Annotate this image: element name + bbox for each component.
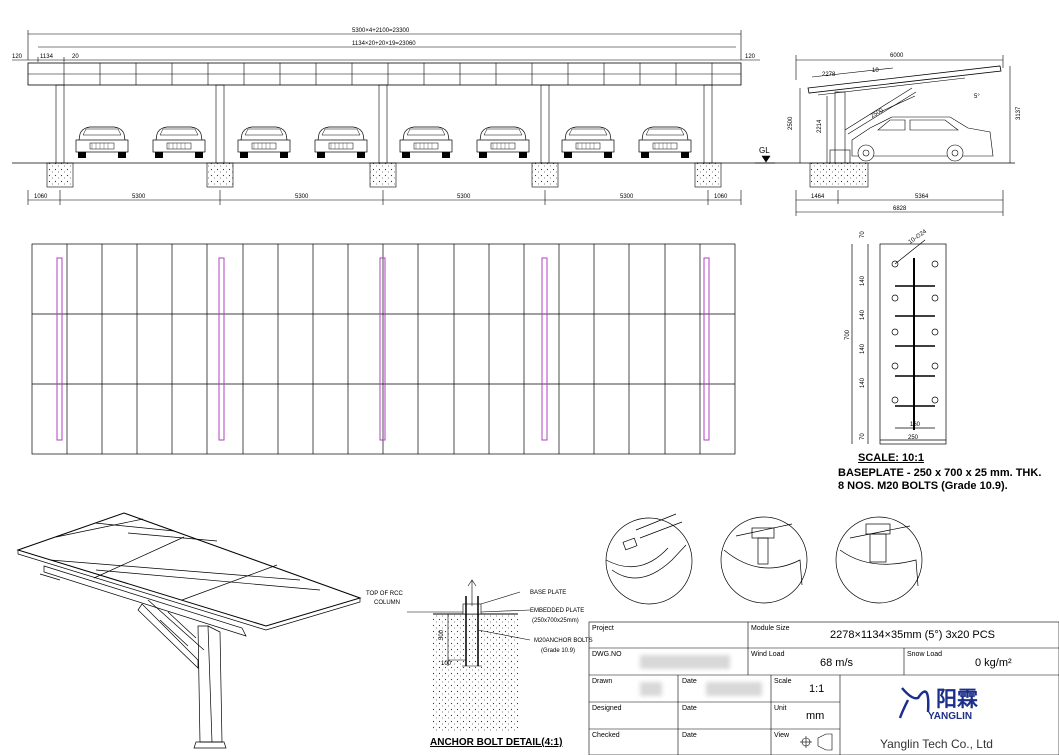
baseplate-caption-line2: 8 NOS. M20 BOLTS (Grade 10.9). — [838, 480, 1008, 492]
bp-dim-6: 70 — [860, 433, 866, 440]
gap-text: 20 — [72, 54, 79, 60]
side-gap-dim: 10 — [872, 68, 879, 74]
cars-front — [75, 126, 692, 159]
bp-dim-5: 140 — [860, 377, 866, 388]
bottom-dim-1: 1060 — [34, 194, 48, 200]
tb-date-redacted — [706, 682, 762, 696]
tb-designed-label: Designed — [592, 705, 622, 712]
side-h-mid: 2214 — [817, 119, 823, 133]
bottom-dim-3: 5300 — [295, 194, 309, 200]
side-brace-dim: 2500 — [870, 108, 885, 120]
side-angle: 5° — [974, 94, 980, 100]
car-5 — [399, 126, 453, 159]
car-3 — [237, 126, 291, 159]
car-7 — [561, 126, 615, 159]
tb-dwg-label: DWG.NO — [592, 651, 622, 658]
tb-drawn-label: Drawn — [592, 678, 613, 685]
bottom-dim-2: 5300 — [132, 194, 146, 200]
car-2 — [152, 126, 206, 159]
tb-dwg-redacted — [640, 655, 730, 669]
bp-dim-1: 70 — [860, 231, 866, 238]
baseplate-bolt-holes — [891, 260, 939, 404]
inner-dim-text: 1134×20+20×19=23060 — [352, 41, 416, 47]
tb-wind-label: Wind Load — [751, 651, 785, 658]
tb-project-label: Project — [592, 625, 614, 632]
anchor-dim-100: 100 — [441, 661, 452, 667]
tb-scale-label: Scale — [774, 678, 792, 685]
right-edge-text: 120 — [745, 54, 756, 60]
side-h-right: 3137 — [1016, 106, 1022, 120]
front-elevation — [12, 30, 775, 205]
tb-snow-value: 0 kg/m² — [975, 657, 1012, 669]
anchor-top-rcc: TOP OF RCC — [366, 591, 403, 597]
side-bottom-right: 5364 — [915, 194, 929, 200]
anchor-detail-title: ANCHOR BOLT DETAIL(4:1) — [430, 737, 563, 748]
tb-checked-label: Checked — [592, 732, 620, 739]
panel-width-text: 1134 — [40, 54, 54, 60]
tb-view-label: View — [774, 732, 790, 739]
anchor-embedded-size: (250x700x25mm) — [532, 618, 579, 624]
tb-unit-label: Unit — [774, 705, 787, 712]
title-block — [588, 621, 1059, 755]
side-car — [851, 116, 994, 162]
bp-total-height: 700 — [845, 329, 851, 340]
logo-chinese-text: 阳霖 — [936, 687, 978, 711]
company-name: Yanglin Tech Co., Ltd — [880, 737, 993, 751]
car-8 — [638, 126, 692, 159]
hole-label: 10-∅24 — [907, 228, 928, 246]
baseplate-caption: BASEPLATE - 250 x 700 x 25 mm. THK. 8 NO… — [838, 467, 1041, 493]
tb-snow-label: Snow Load — [907, 651, 943, 658]
ground-level-label: GL — [759, 146, 770, 155]
anchor-column: COLUMN — [374, 600, 400, 606]
plan-column-markers — [56, 257, 710, 441]
anchor-detail — [407, 579, 531, 732]
side-beam-dim: 2278 — [822, 72, 836, 78]
side-view — [755, 55, 1015, 216]
bp-dim-3: 140 — [860, 309, 866, 320]
anchor-bolts: M20ANCHOR BOLTS — [534, 638, 593, 644]
side-bottom-left: 1464 — [811, 194, 825, 200]
car-1 — [75, 126, 129, 159]
bottom-dim-4: 5300 — [457, 194, 471, 200]
front-foundations — [46, 162, 722, 188]
tb-wind-value: 68 m/s — [820, 657, 854, 669]
isometric-structure — [16, 512, 362, 749]
side-h-left: 2500 — [788, 116, 794, 130]
left-edge-text: 120 — [12, 54, 23, 60]
tb-drawn-redacted — [640, 682, 662, 696]
bottom-dim-5: 5300 — [620, 194, 634, 200]
car-6 — [476, 126, 530, 159]
tb-module-size-value: 2278×1134×35mm (5°) 3x20 PCS — [830, 629, 996, 641]
side-top-dim: 6000 — [890, 53, 904, 59]
anchor-base-plate: BASE PLATE — [530, 590, 566, 596]
bp-dim-4: 140 — [860, 343, 866, 354]
anchor-dim-500: 500 — [439, 629, 445, 640]
overall-dim-text: 5300×4+2100=23300 — [352, 28, 410, 34]
anchor-grade: (Grade 10.9) — [541, 648, 575, 654]
side-bottom-total: 6828 — [893, 206, 907, 212]
clamp-details — [605, 513, 923, 605]
tb-date-label-2: Date — [682, 705, 697, 712]
baseplate-scale: SCALE: 10:1 — [858, 452, 925, 464]
anchor-embedded: EMBEDDED PLATE — [530, 608, 584, 614]
tb-date-label-3: Date — [682, 732, 697, 739]
baseplate-detail — [851, 239, 947, 445]
tb-module-size-label: Module Size — [751, 625, 790, 632]
bp-dim-2: 140 — [860, 275, 866, 286]
bp-inner-width: 160 — [910, 422, 921, 428]
bottom-dim-6: 1060 — [714, 194, 728, 200]
logo-english-text: YANGLIN — [928, 711, 973, 722]
tb-unit-value: mm — [806, 710, 825, 722]
car-4 — [314, 126, 368, 159]
bp-total-width: 250 — [908, 435, 919, 441]
tb-date-label-1: Date — [682, 678, 697, 685]
plan-view — [31, 243, 736, 455]
module-dividers — [63, 63, 713, 85]
tb-scale-value: 1:1 — [809, 683, 825, 695]
baseplate-caption-line1: BASEPLATE - 250 x 700 x 25 mm. THK. — [838, 467, 1042, 479]
